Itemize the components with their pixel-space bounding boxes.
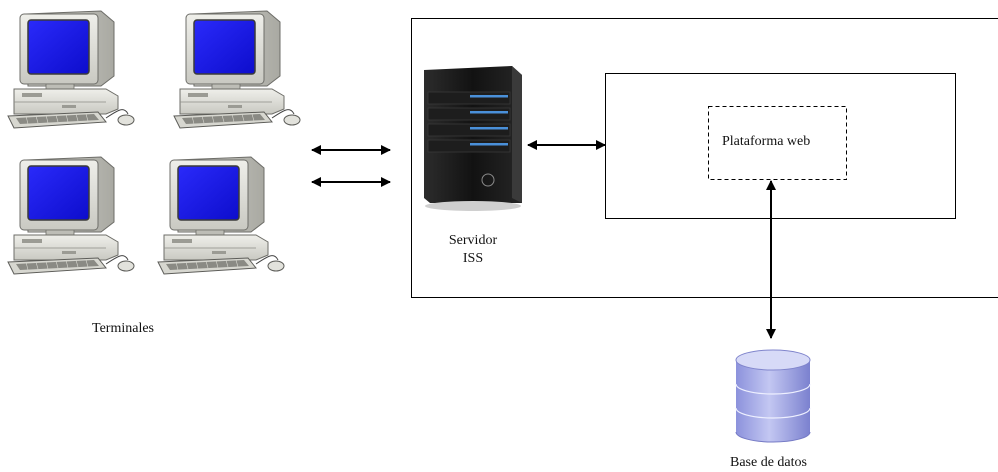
platform-web-label: Plataforma web (722, 134, 811, 149)
terminal-icon-4 (157, 156, 285, 275)
database-cylinder-icon (735, 349, 811, 443)
terminal-icon-3 (7, 156, 135, 275)
terminals-label: Terminales (92, 321, 154, 336)
terminal-icon-1 (7, 10, 135, 129)
server-label-line2: ISS (462, 251, 484, 266)
server-container-box (411, 18, 998, 298)
server-tower-icon (424, 66, 522, 211)
server-label-line1: Servidor (448, 233, 498, 248)
database-label: Base de datos (730, 455, 807, 470)
platform-web-box (708, 106, 847, 180)
application-box (605, 73, 956, 219)
terminal-icon-2 (173, 10, 301, 129)
